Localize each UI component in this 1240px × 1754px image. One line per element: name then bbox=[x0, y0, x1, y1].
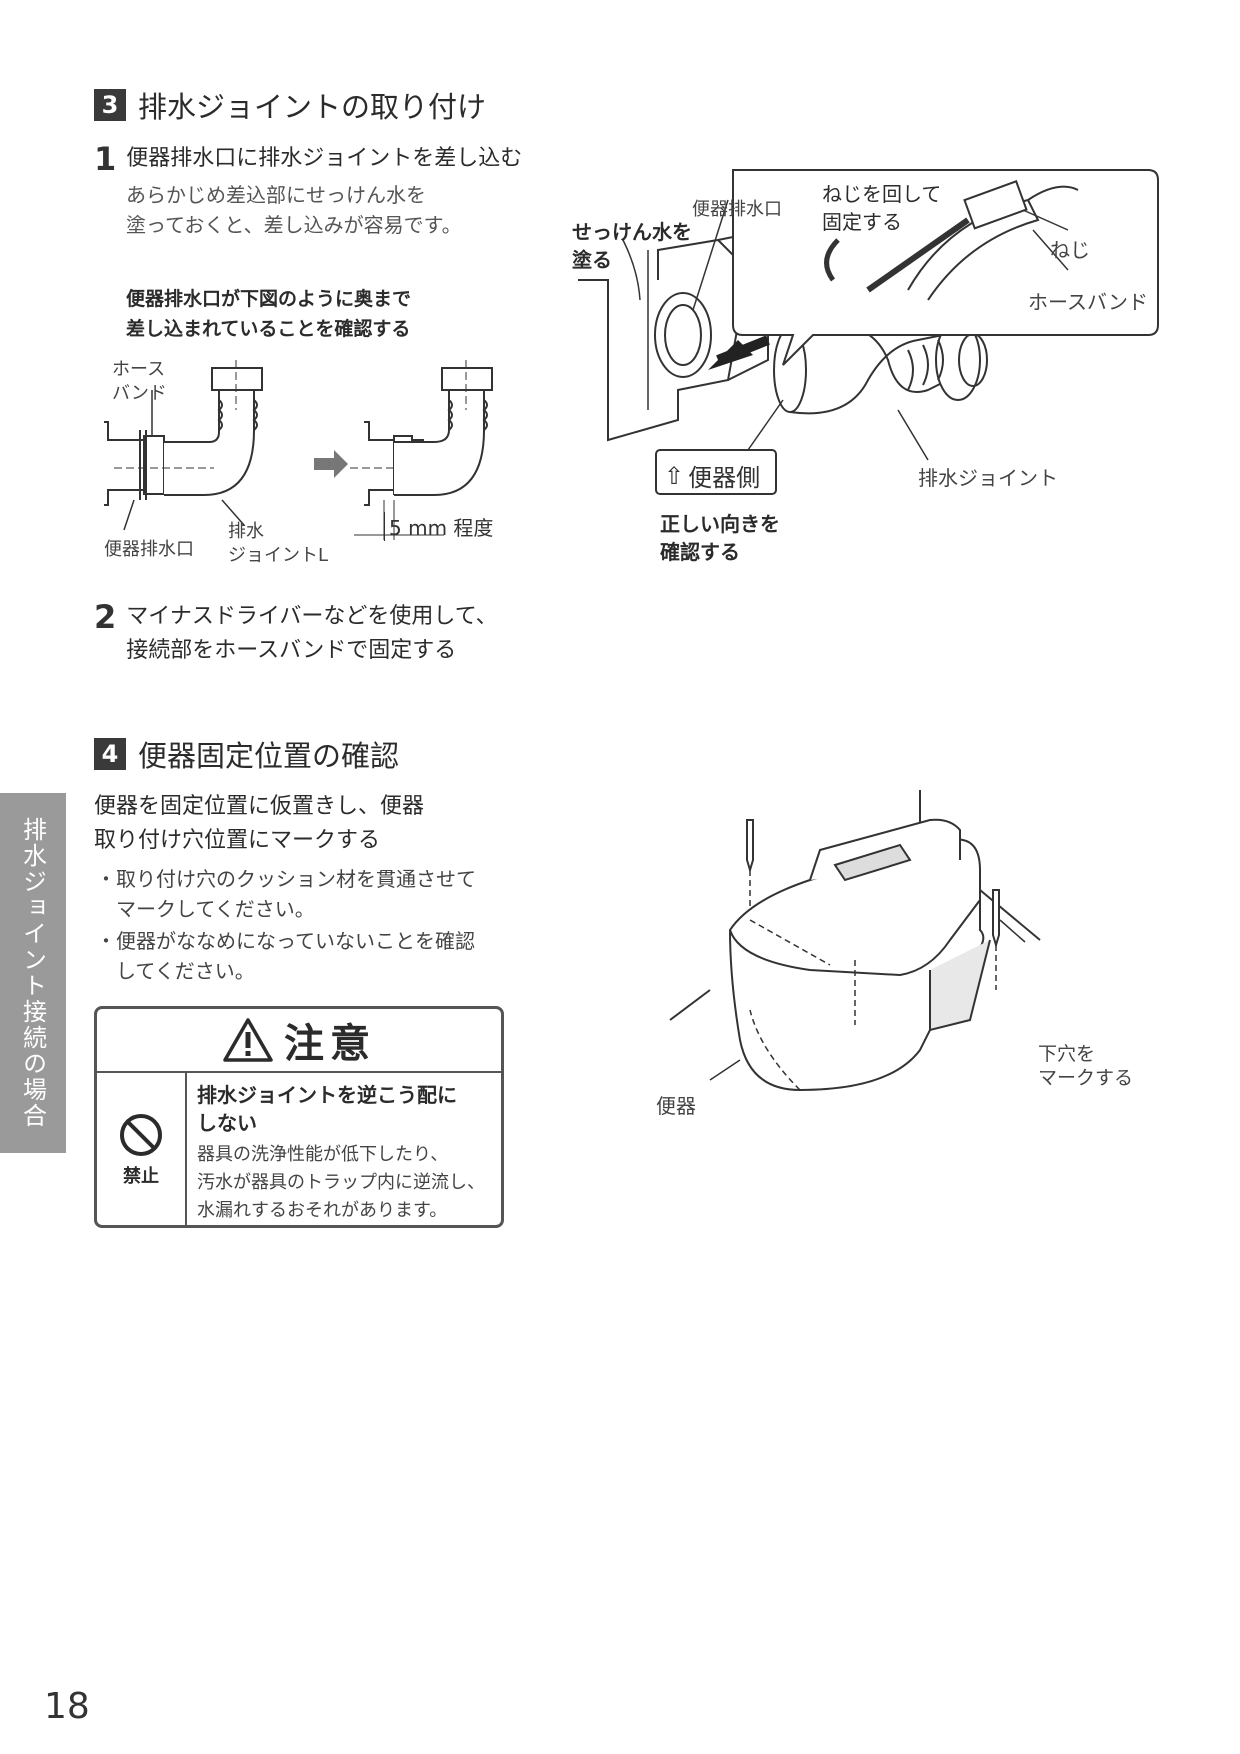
section-4-heading: 4 便器固定位置の確認 bbox=[94, 733, 399, 775]
section-4-number: 4 bbox=[94, 738, 126, 770]
step-2-number: 2 bbox=[94, 598, 117, 636]
section-4-main: 便器を固定位置に仮置きし、便器 取り付け穴位置にマークする bbox=[94, 790, 424, 858]
step-1-sub: あらかじめ差込部にせっけん水を 塗っておくと、差し込みが容易です。 bbox=[126, 180, 462, 240]
step-1-note: 便器排水口が下図のように奥まで 差し込まれていることを確認する bbox=[126, 284, 411, 344]
caution-text: 器具の洗浄性能が低下したり、 汚水が器具のトラップ内に逆流し、 水漏れするおそれ… bbox=[197, 1141, 485, 1225]
label-hose-band-line1: ホース bbox=[112, 359, 166, 380]
label-soap-line2: 塗る bbox=[572, 248, 612, 272]
prohibited-icon bbox=[120, 1114, 162, 1156]
label-joint-l-line1: 排水 bbox=[228, 521, 264, 542]
label-mark-hole: 下穴を マークする bbox=[1038, 1042, 1133, 1090]
step-1-note-line2: 差し込まれていることを確認する bbox=[126, 318, 411, 340]
label-hose-band-right: ホースバンド bbox=[1028, 290, 1148, 314]
bullet-2-line2: してください。 bbox=[116, 959, 255, 983]
step-1-sub-line1: あらかじめ差込部にせっけん水を bbox=[126, 183, 426, 207]
label-orientation: 正しい向きを 確認する bbox=[660, 510, 780, 566]
section-3-heading: 3 排水ジョイントの取り付け bbox=[94, 84, 486, 126]
caution-body: 禁止 排水ジョイントを逆こう配に しない 器具の洗浄性能が低下したり、 汚水が器… bbox=[97, 1073, 501, 1225]
bullet-1: ・取り付け穴のクッション材を貫通させて マークしてください。 bbox=[96, 864, 476, 924]
section-3-title: 排水ジョイントの取り付け bbox=[138, 90, 487, 124]
step-1-number: 1 bbox=[94, 140, 117, 178]
bullet-2: ・便器がななめになっていないことを確認 してください。 bbox=[96, 926, 475, 986]
step-1-sub-line2: 塗っておくと、差し込みが容易です。 bbox=[126, 213, 462, 237]
toilet-side-box: ⇧ 便器側 bbox=[664, 458, 760, 493]
bullet-1-line2: マークしてください。 bbox=[116, 897, 315, 921]
step-2-title-line2: 接続部をホースバンドで固定する bbox=[126, 638, 457, 663]
caution-text-line2: 汚水が器具のトラップ内に逆流し、 bbox=[197, 1172, 485, 1193]
bullet-2-line1: ・便器がななめになっていないことを確認 bbox=[96, 929, 475, 953]
caution-bold-line2: しない bbox=[197, 1111, 257, 1135]
caution-header: 注意 bbox=[97, 1009, 501, 1073]
prohibit-label: 禁止 bbox=[123, 1166, 159, 1187]
label-drain-joint: 排水ジョイント bbox=[918, 466, 1058, 490]
right-arrow-icon bbox=[314, 450, 348, 478]
label-hose-band-line2: バンド bbox=[112, 383, 167, 404]
caution-text-line3: 水漏れするおそれがあります。 bbox=[197, 1200, 448, 1221]
toilet-placement-diagram bbox=[669, 790, 1041, 1092]
step-2-title-line1: マイナスドライバーなどを使用して、 bbox=[126, 604, 498, 629]
caution-title: 注意 bbox=[284, 1021, 376, 1067]
label-hose-band: ホース バンド bbox=[112, 358, 167, 406]
label-joint-l: 排水 ジョイントL bbox=[228, 520, 328, 568]
label-mark-hole-line1: 下穴を bbox=[1038, 1043, 1096, 1065]
bullet-1-line1: ・取り付け穴のクッション材を貫通させて bbox=[96, 867, 476, 891]
label-screw-line1: ねじを回して bbox=[822, 182, 942, 206]
label-screw-line2: 固定する bbox=[822, 210, 902, 234]
step-1-note-line1: 便器排水口が下図のように奥まで bbox=[126, 288, 412, 310]
side-tab: 排水ジョイント接続の場合 bbox=[0, 793, 66, 1153]
step-1-title: 便器排水口に排水ジョイントを差し込む bbox=[126, 146, 523, 171]
prohibit-column: 禁止 bbox=[97, 1073, 187, 1225]
caution-bold-line1: 排水ジョイントを逆こう配に bbox=[197, 1083, 457, 1107]
section-4-main-line1: 便器を固定位置に仮置きし、便器 bbox=[94, 794, 425, 819]
label-soap-line1: せっけん水を bbox=[572, 220, 692, 244]
joint-installation-diagram bbox=[578, 169, 1159, 495]
caution-content: 排水ジョイントを逆こう配に しない 器具の洗浄性能が低下したり、 汚水が器具のト… bbox=[187, 1073, 495, 1225]
pipe-insertion-diagram bbox=[104, 360, 493, 540]
label-soap: せっけん水を 塗る bbox=[572, 218, 692, 274]
label-joint-l-line2: ジョイントL bbox=[228, 545, 329, 566]
section-4-title: 便器固定位置の確認 bbox=[138, 739, 400, 773]
step-1: 1 便器排水口に排水ジョイントを差し込む bbox=[94, 142, 522, 176]
step-2: 2 マイナスドライバーなどを使用して、 接続部をホースバンドで固定する bbox=[94, 600, 498, 668]
label-toilet: 便器 bbox=[656, 1094, 696, 1118]
label-orientation-line2: 確認する bbox=[660, 540, 740, 564]
dimension-label: 5 mm 程度 bbox=[384, 512, 493, 541]
label-screw-instruction: ねじを回して 固定する bbox=[822, 180, 941, 236]
label-toilet-outlet-right: 便器排水口 bbox=[692, 199, 782, 220]
page-number: 18 bbox=[44, 1686, 90, 1727]
label-orientation-line1: 正しい向きを bbox=[660, 512, 780, 536]
section-4-main-line2: 取り付け穴位置にマークする bbox=[94, 828, 381, 853]
caution-box: 注意 禁止 排水ジョイントを逆こう配に しない 器具の洗浄性能が低下したり、 汚… bbox=[94, 1006, 504, 1228]
warning-triangle-icon bbox=[223, 1018, 273, 1062]
label-toilet-outlet-left: 便器排水口 bbox=[104, 539, 194, 560]
label-toilet-side: 便器側 bbox=[688, 464, 761, 492]
label-mark-hole-line2: マークする bbox=[1038, 1067, 1134, 1089]
label-screw: ねじ bbox=[1050, 238, 1090, 262]
caution-text-line1: 器具の洗浄性能が低下したり、 bbox=[197, 1144, 449, 1165]
up-arrow-icon: ⇧ bbox=[664, 461, 685, 490]
section-3-number: 3 bbox=[94, 89, 126, 121]
